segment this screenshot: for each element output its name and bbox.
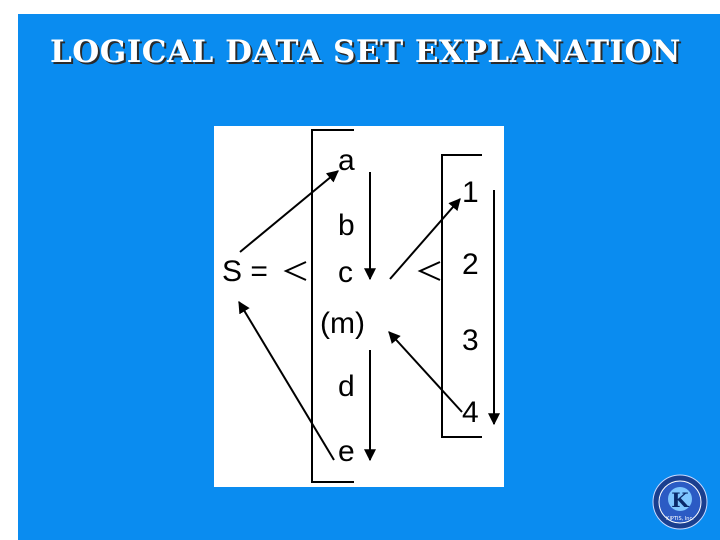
member-c: c — [338, 256, 353, 289]
values-bracket — [441, 154, 482, 438]
set-label: S = — [222, 255, 268, 288]
diagram-panel — [214, 126, 504, 487]
member-a: a — [338, 144, 355, 177]
less-than-values — [417, 261, 441, 281]
slide-title: LOGICAL DATA SET EXPLANATION — [50, 34, 681, 70]
arrow-4-to-m — [388, 331, 463, 413]
member-b: b — [338, 209, 355, 242]
value-3: 3 — [462, 324, 479, 357]
svg-text:KIPTIS, Inc.: KIPTIS, Inc. — [666, 516, 694, 522]
arrow-c-to-1 — [389, 198, 461, 280]
arrow-e-to-s — [238, 300, 335, 461]
svg-text:K: K — [671, 488, 689, 512]
less-than-members — [283, 261, 307, 281]
members-bracket — [311, 129, 354, 483]
left-border-strip — [0, 0, 18, 540]
value-1: 1 — [462, 176, 479, 209]
value-4: 4 — [462, 396, 479, 429]
member-e: e — [338, 435, 355, 468]
member-d: d — [338, 370, 355, 403]
top-border-strip — [18, 0, 720, 14]
value-2: 2 — [462, 248, 479, 281]
kiptis-logo: K KIPTIS, Inc. — [652, 474, 708, 530]
arrow-s-to-a — [239, 170, 339, 253]
member-m: (m) — [320, 307, 365, 340]
